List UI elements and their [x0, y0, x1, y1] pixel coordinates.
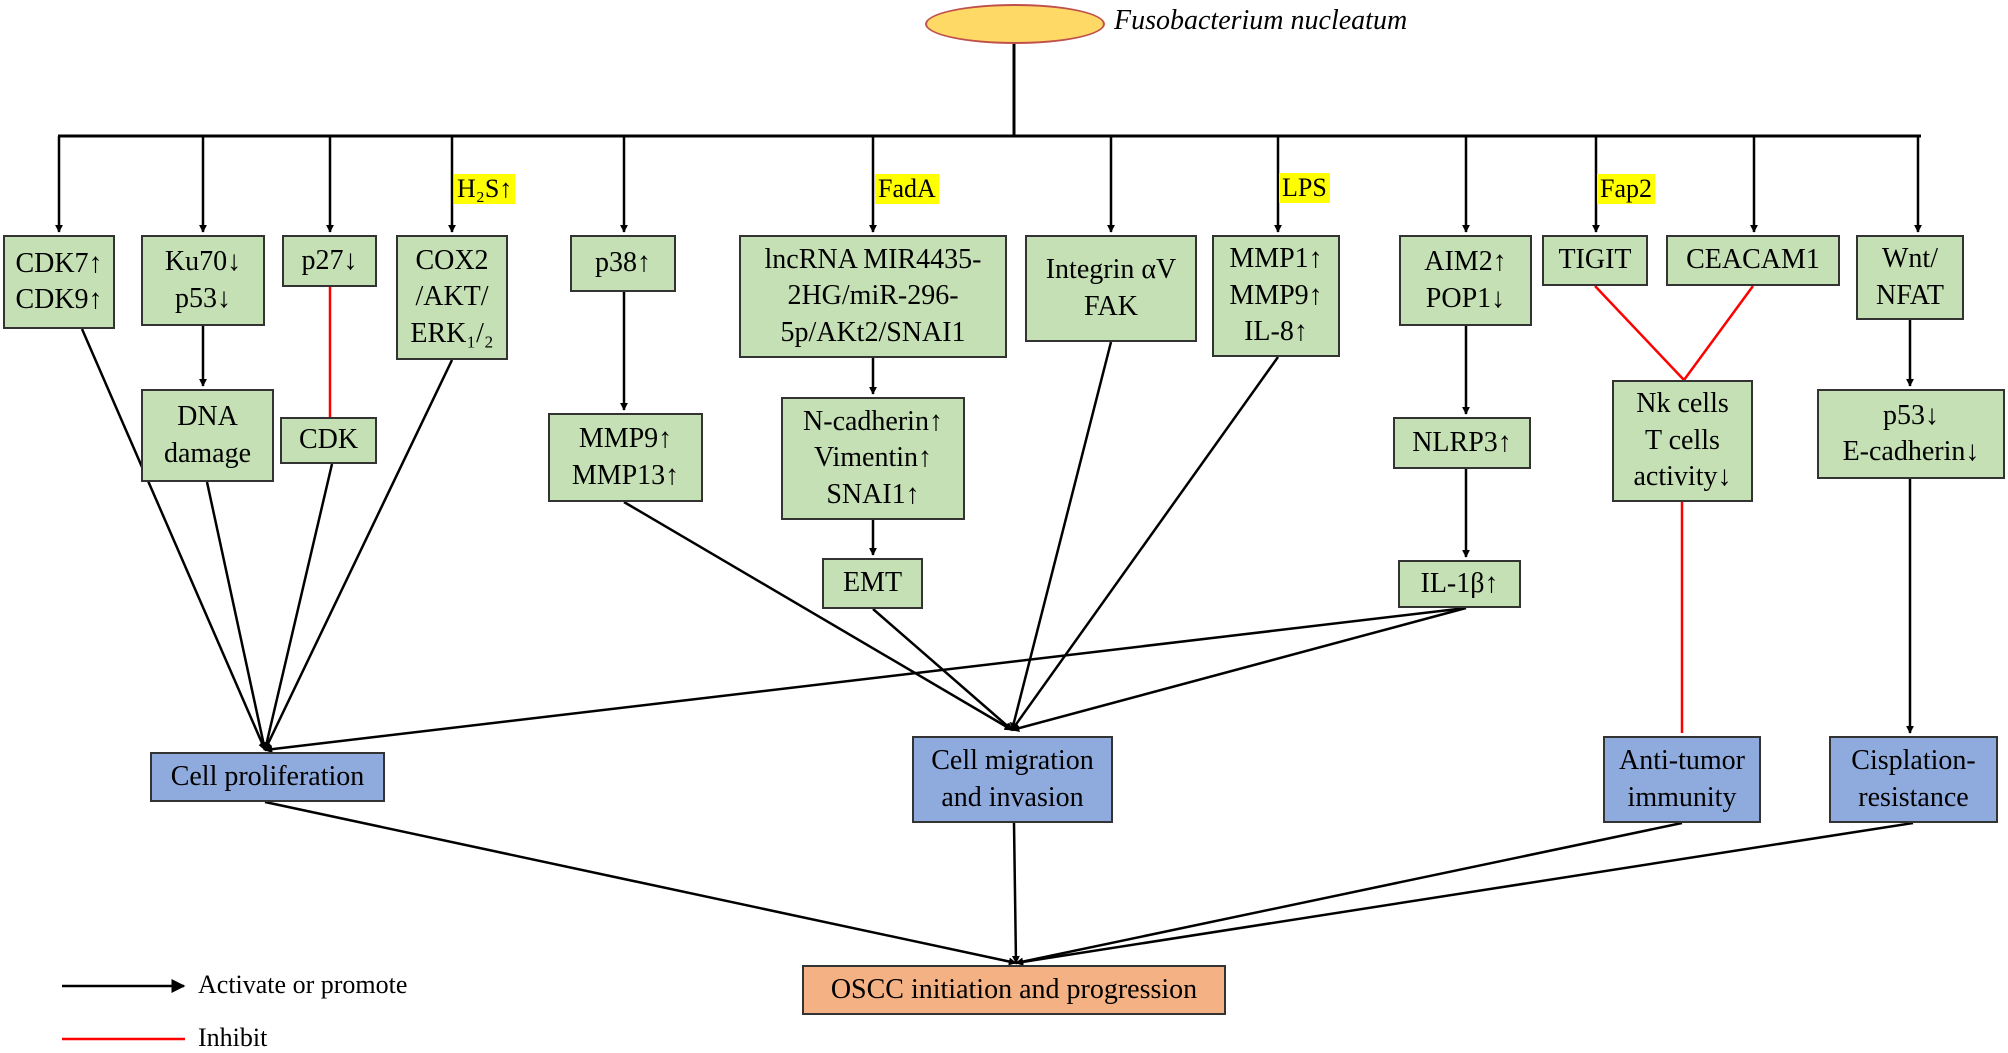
node-emt: EMT: [822, 558, 923, 609]
arrow-cdk-prolif: [262, 463, 334, 751]
node-lncrna: lncRNA MIR4435- 2HG/miR-296- 5p/AKt2/SNA…: [739, 235, 1007, 358]
legend-inhibit-text: Inhibit: [198, 1023, 268, 1052]
outcome-anti-tumor-immunity: Anti-tumor immunity: [1603, 736, 1761, 823]
node-tigit: TIGIT: [1542, 235, 1648, 286]
outcome-cell-proliferation: Cell proliferation: [150, 752, 385, 802]
node-mmp: MMP1↑ MMP9↑ IL-8↑: [1212, 235, 1340, 357]
source-oval: [925, 4, 1105, 44]
node-nlrp3: NLRP3↑: [1393, 417, 1531, 469]
node-ku70: Ku70↓ p53↓: [141, 235, 265, 326]
inhibit-tigit-nk: [1594, 285, 1685, 381]
node-p38: p38↑: [570, 235, 676, 292]
outcome-cisplation-resistance: Cisplation- resistance: [1829, 736, 1998, 823]
node-wnt: Wnt/ NFAT: [1856, 235, 1964, 320]
arrow-cdk79-prolif: [80, 328, 267, 751]
node-ncadherin: N-cadherin↑ Vimentin↑ SNAI1↑: [781, 397, 965, 520]
arrow-il1b-prolif: [264, 606, 1467, 754]
fap2-label: Fap2: [1597, 174, 1655, 204]
arrow-integrin-migr: [1009, 341, 1113, 731]
node-integrin: Integrin αV FAK: [1025, 235, 1197, 342]
node-ceacam1: CEACAM1: [1666, 235, 1840, 286]
legend-activate-text: Activate or promote: [198, 970, 408, 999]
arrow-antitumor-oscc: [1015, 821, 1683, 966]
arrow-migr-oscc: [1011, 822, 1020, 964]
node-p27: p27↓: [282, 235, 377, 287]
arrow-cox2-prolif: [263, 359, 454, 751]
outcome-cell-migration: Cell migration and invasion: [912, 736, 1113, 823]
inhibit-ceacam1-nk: [1682, 285, 1755, 381]
arrow-emt-migr: [872, 608, 1013, 731]
lps-label: LPS: [1279, 173, 1330, 203]
node-il1b: IL-1β↑: [1398, 560, 1521, 608]
node-p53-ecadherin: p53↓ E-cadherin↓: [1817, 389, 2005, 479]
h2s-label: H₂S↑: [454, 174, 516, 204]
arrow-il1b-migr: [1011, 606, 1467, 732]
arrow-mmp-migr: [1010, 356, 1280, 731]
node-mmp913: MMP9↑ MMP13↑: [548, 413, 703, 502]
node-cox2: COX2 /AKT/ ERK₁/₂: [396, 235, 508, 360]
fada-label: FadA: [875, 174, 939, 204]
node-nk-t-cells: Nk cells T cells activity↓: [1612, 380, 1753, 502]
arrow-mmp913-migr: [623, 500, 1013, 732]
source-label: Fusobacterium nucleatum: [1114, 5, 1408, 36]
arrow-cispl-oscc: [1015, 821, 1914, 966]
arrow-dna-prolif: [205, 481, 268, 751]
node-cdk: CDK: [280, 417, 377, 464]
node-aim2: AIM2↑ POP1↓: [1399, 235, 1532, 326]
node-cdk79: CDK7↑ CDK9↑: [3, 235, 115, 329]
arrow-prolif-oscc: [264, 800, 1017, 966]
node-dna-damage: DNA damage: [141, 389, 274, 482]
outcome-oscc: OSCC initiation and progression: [802, 965, 1226, 1015]
